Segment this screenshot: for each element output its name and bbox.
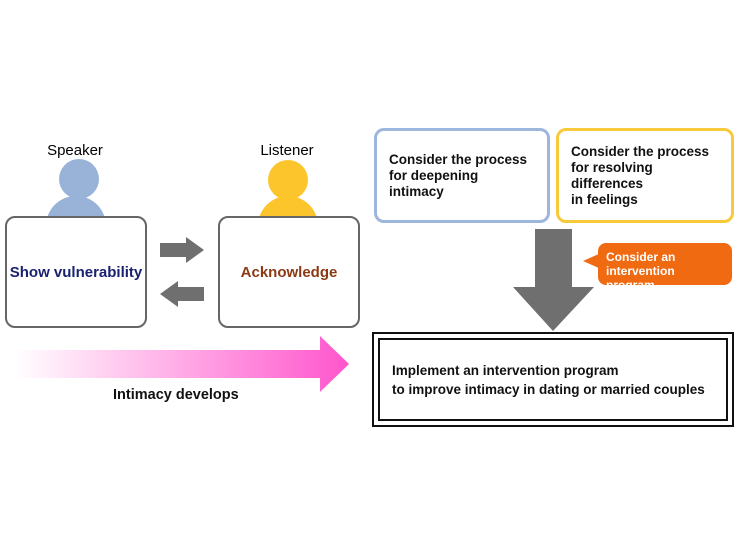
result-line: Implement an intervention program <box>392 362 619 378</box>
callout-pointer-icon <box>583 253 601 269</box>
speaker-head-icon <box>59 159 99 199</box>
speaker-card: Show vulnerability <box>5 216 147 328</box>
listener-label: Listener <box>260 142 314 159</box>
listener-head-icon <box>268 160 308 200</box>
speaker-action: Show vulnerability <box>9 263 143 281</box>
process-box-differences-line: Consider the process <box>571 143 710 159</box>
exchange-arrows-icon <box>160 237 204 307</box>
process-box-differences-line: for resolving differences <box>571 159 653 191</box>
callout-line: intervention program <box>606 264 675 292</box>
process-box-intimacy: Consider the process for deepening intim… <box>374 128 550 223</box>
callout-box: Consider an intervention program <box>598 243 732 292</box>
listener-card: Acknowledge <box>218 216 360 328</box>
result-box: Implement an intervention program to imp… <box>372 332 734 427</box>
down-arrow-icon <box>513 229 594 331</box>
intimacy-gradient-arrow-icon <box>15 336 349 392</box>
callout-line: Consider an <box>606 250 676 264</box>
intimacy-caption: Intimacy develops <box>113 387 239 403</box>
process-box-intimacy-line: for deepening intimacy <box>389 167 479 199</box>
arrow-to-speaker-icon <box>160 281 204 307</box>
process-box-differences-line: in feelings <box>571 191 638 207</box>
process-box-intimacy-line: Consider the process <box>389 151 528 167</box>
speaker-label: Speaker <box>47 142 103 159</box>
listener-action: Acknowledge <box>240 263 338 281</box>
result-line: to improve intimacy in dating or married… <box>392 381 705 397</box>
arrow-to-listener-icon <box>160 237 204 263</box>
process-box-differences: Consider the process for resolving diffe… <box>556 128 734 223</box>
